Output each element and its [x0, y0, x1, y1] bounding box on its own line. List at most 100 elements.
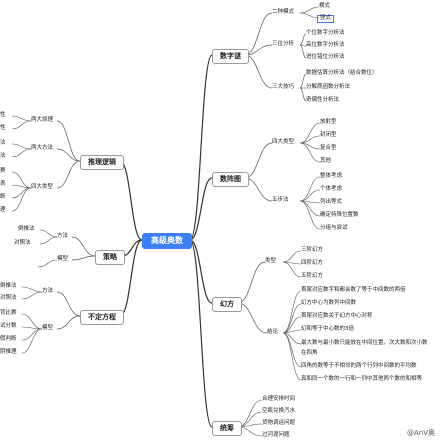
subnode[interactable]: 二种模式 — [272, 9, 295, 15]
leaf[interactable]: 高位数字分析法 — [306, 42, 345, 48]
leaf[interactable]: 理 — [0, 207, 6, 213]
connector-line — [299, 44, 307, 59]
connector-line — [37, 259, 58, 268]
branch-overall-plan[interactable]: 统筹 — [212, 421, 242, 436]
connector-line — [11, 148, 32, 158]
leaf[interactable]: 首尾对应数字和都会数了等于中间数的两倍 — [301, 287, 406, 293]
leaf[interactable]: 断 — [0, 194, 6, 200]
root-node[interactable]: 高级奥数 — [142, 233, 192, 249]
leaf[interactable]: 列出等式 — [320, 199, 343, 205]
leaf[interactable]: 法 — [0, 153, 6, 159]
leaf[interactable]: 四角的数等于不相邻的两个行列中间数的平均数 — [301, 363, 417, 369]
leaf[interactable]: 幻方中心为数列中间数 — [301, 300, 357, 306]
connector-line — [119, 160, 143, 241]
leaf[interactable]: 幻和等于中心数的3倍 — [301, 326, 354, 332]
branch-strategy[interactable]: 策略 — [95, 250, 125, 265]
subnode[interactable]: 五步法 — [272, 197, 289, 203]
subnode[interactable]: 四大类型 — [272, 139, 295, 145]
connector-line — [299, 87, 307, 102]
subnode[interactable]: 四大类型 — [31, 184, 54, 190]
subnode[interactable]: 三大技巧 — [272, 84, 295, 90]
leaf[interactable]: 合理安排时间 — [262, 396, 296, 402]
subnode[interactable]: 结论 — [267, 329, 279, 335]
leaf[interactable]: 个体考虑 — [320, 186, 343, 192]
leaf[interactable]: 奇偶性分析法 — [306, 97, 340, 103]
subnode[interactable]: 两大方法 — [31, 145, 54, 151]
leaf[interactable]: 封闭型 — [320, 132, 337, 138]
leaf-selected[interactable]: 竖式 — [317, 15, 335, 23]
leaf[interactable]: 最大数与最小数只能放在中间位置，次大数和次小数 — [301, 340, 428, 346]
leaf[interactable]: 进位错位分析法 — [306, 54, 345, 60]
branch-number-riddle[interactable]: 数字谜 — [212, 49, 249, 64]
leaf[interactable]: 表 — [0, 181, 6, 187]
leaf[interactable]: 放射型 — [320, 119, 337, 125]
connector-line — [282, 290, 302, 334]
leaf[interactable]: 五阶幻方 — [301, 273, 324, 279]
leaf[interactable]: 个位数字分析法 — [306, 30, 345, 36]
leaf[interactable]: 分组与尝试 — [320, 225, 348, 231]
connector-line — [244, 12, 273, 56]
leaf[interactable]: 对照法 — [14, 240, 31, 246]
subnode[interactable]: 模型 — [57, 256, 69, 262]
connector-line — [244, 177, 273, 202]
leaf[interactable]: 复合型 — [320, 145, 337, 151]
connector-line — [282, 316, 302, 334]
connector-line — [299, 176, 321, 202]
leaf[interactable]: 性 — [0, 112, 6, 118]
connector-line — [21, 291, 43, 300]
leaf[interactable]: 数据估算分析法（结合数位） — [306, 70, 378, 76]
subnode[interactable]: 模型 — [42, 325, 54, 331]
leaf[interactable]: 赛 — [0, 168, 6, 174]
branch-reasoning[interactable]: 推理逻辑 — [80, 155, 124, 170]
connector-line — [299, 135, 321, 144]
leaf[interactable]: 性 — [0, 125, 6, 131]
connector-line — [299, 189, 321, 202]
connector-line — [56, 160, 81, 189]
leaf[interactable]: 首尾对应数关于幻方中心对称 — [301, 313, 373, 319]
leaf[interactable]: 确定特殊位置数 — [320, 212, 359, 218]
leaf[interactable]: 三阶幻方 — [301, 247, 324, 253]
leaf[interactable]: 货物调运问题 — [262, 420, 296, 426]
connector-line — [299, 122, 321, 144]
connector-line — [299, 200, 321, 217]
connector-line — [56, 291, 81, 317]
subnode[interactable]: 方法 — [57, 233, 69, 239]
subnode[interactable]: 方法 — [42, 288, 54, 294]
branch-number-array[interactable]: 数阵图 — [212, 172, 249, 187]
connector-line — [237, 302, 268, 334]
connector-line — [299, 12, 320, 19]
leaf[interactable]: 试分数 — [0, 323, 17, 329]
leaf[interactable]: 阴推理 — [0, 349, 17, 355]
leaf[interactable]: 过河渡问题 — [262, 432, 290, 438]
connector-line — [56, 315, 81, 330]
connector-line — [11, 120, 32, 130]
branch-indeterminate[interactable]: 不定方程 — [80, 310, 124, 325]
leaf[interactable]: 分解质因数分析法 — [306, 84, 351, 90]
leaf[interactable]: 四阶幻方 — [301, 260, 324, 266]
connector-line — [299, 73, 307, 89]
leaf[interactable]: 整体考虑 — [320, 173, 343, 179]
leaf[interactable]: 在四角 — [301, 350, 318, 356]
leaf[interactable]: 空瓶兑换汽水 — [262, 408, 296, 414]
subnode[interactable]: 类型 — [265, 258, 277, 264]
leaf[interactable]: 真和同一个数的一行和一列中其他两个数的和相等 — [301, 376, 423, 382]
leaf[interactable]: 倒推法 — [18, 226, 35, 232]
connector-line — [282, 329, 302, 334]
connector-line — [21, 313, 43, 330]
leaf[interactable]: 倒推法 — [0, 283, 17, 289]
branch-magic-square[interactable]: 幻方 — [212, 297, 242, 312]
connector-line — [39, 236, 58, 245]
leaf[interactable]: 对照法 — [0, 295, 17, 301]
connector-line — [299, 6, 320, 14]
leaf[interactable]: 法 — [0, 140, 6, 146]
leaf[interactable]: 其他 — [320, 158, 332, 164]
connector-line — [282, 261, 302, 278]
subnode[interactable]: 两大原理 — [31, 117, 54, 123]
leaf[interactable]: 背比赛 — [0, 310, 17, 316]
connector-line — [11, 184, 32, 189]
leaf[interactable]: 横式 — [319, 3, 331, 9]
connector-line — [71, 236, 96, 257]
subnode[interactable]: 三位分析 — [272, 41, 295, 47]
connector-line — [11, 187, 32, 212]
leaf[interactable]: 假判断 — [0, 336, 17, 342]
